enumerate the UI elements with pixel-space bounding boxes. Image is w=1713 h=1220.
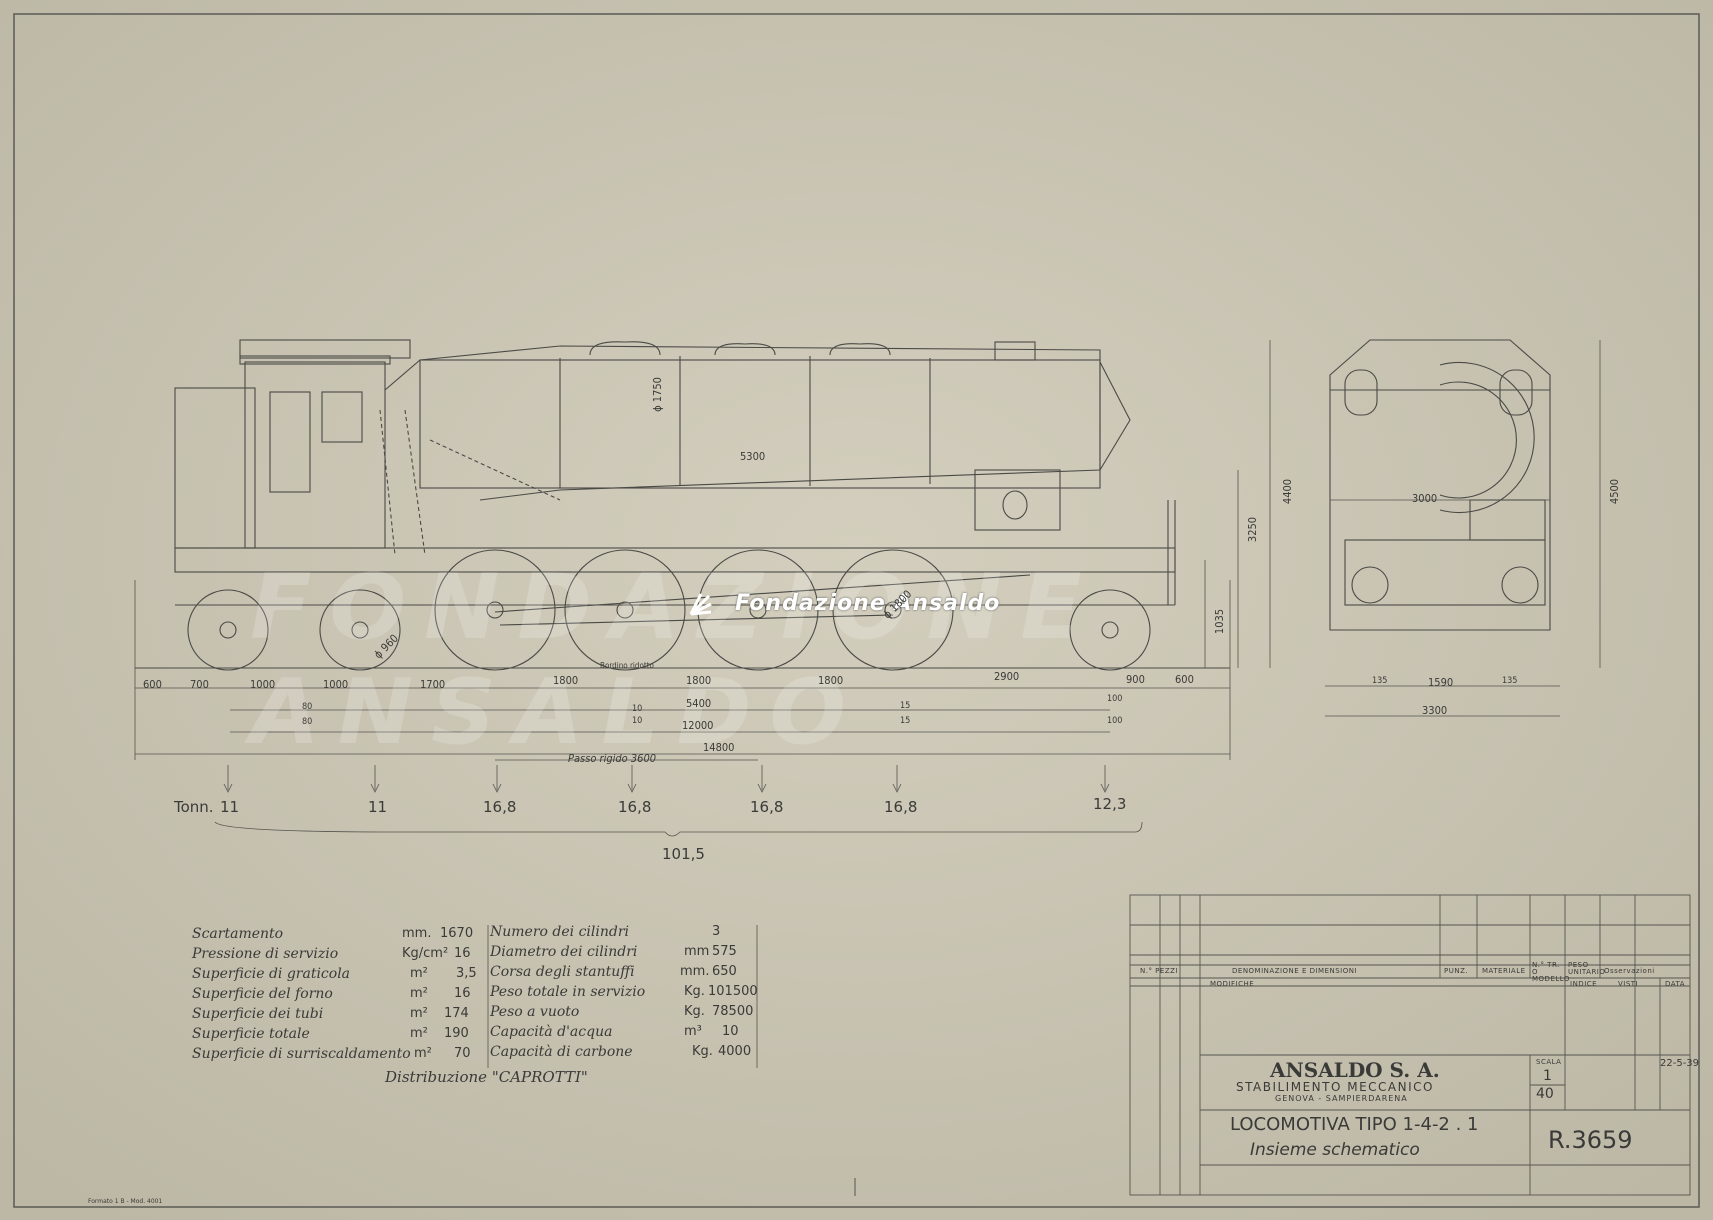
tb-header-denominazione: DENOMINAZIONE E DIMENSIONI — [1232, 967, 1358, 975]
dim-height-3250: 3250 — [1246, 516, 1260, 543]
scale-denominator: 40 — [1536, 1086, 1554, 1102]
drawing-number: R.3659 — [1548, 1126, 1633, 1154]
watermark-text: Fondazione Ansaldo — [735, 591, 1001, 616]
dim-front-3300: 3300 — [1422, 704, 1448, 717]
dim-height-1035: 1035 — [1213, 608, 1227, 635]
dim-side-10: 600 — [1175, 673, 1194, 686]
dim-rigid-wheelbase: Passo rigido 3600 — [568, 752, 657, 765]
dim-front-bottom-1: 1590 — [1428, 676, 1454, 689]
dim-front-bottom-2: 135 — [1502, 676, 1518, 686]
tb-modifiche-label: MODIFICHE — [1210, 980, 1255, 988]
tb-header-peso: PESO UNITARIO — [1568, 961, 1606, 976]
dim-side-2: 1000 — [250, 678, 276, 691]
dim-side-0: 600 — [143, 678, 162, 691]
distribution-note: Distribuzione "CAPROTTI" — [385, 1068, 588, 1086]
dim-side-6: 1800 — [686, 674, 712, 687]
tb-header-materiale: MATERIALE — [1482, 967, 1526, 975]
tb-header-osservazioni: Osservazioni — [1604, 967, 1655, 975]
ansaldo-fan-logo-icon — [687, 592, 713, 618]
dim-side-5: 1800 — [553, 674, 579, 687]
dim-side-3: 1000 — [323, 678, 349, 691]
spec-table-lines — [487, 925, 758, 1068]
dim-side-1: 700 — [190, 678, 209, 691]
locomotive-side-view — [135, 339, 1230, 671]
bogie-note: Bordino ridotto — [600, 661, 654, 670]
dim-front-4500: 4500 — [1608, 478, 1622, 505]
dim-14800: 14800 — [703, 741, 735, 754]
tb-mod-visti: VISTI — [1618, 980, 1639, 988]
company-name: ANSALDO S. A. — [1270, 1058, 1440, 1082]
play-left-0: 80 — [302, 702, 313, 712]
play-right-1: 15 — [900, 716, 911, 726]
dim-side-4: 1700 — [420, 678, 446, 691]
watermark-background-text: FONDAZIONE ANSALDO — [250, 555, 1100, 765]
dim-height-4400: 4400 — [1281, 478, 1295, 505]
tb-mod-data: DATA — [1665, 980, 1686, 988]
play-far-1: 100 — [1107, 716, 1123, 726]
axle-load-3: 16,8 — [618, 798, 652, 816]
axle-load-0: 11 — [220, 798, 240, 816]
play-far-0: 100 — [1107, 694, 1123, 704]
drawing-date: 22-5-39 — [1660, 1058, 1700, 1069]
dimension-lines — [134, 340, 1601, 837]
axle-load-total: 101,5 — [662, 845, 705, 863]
dim-front-bottom-0: 135 — [1372, 676, 1388, 686]
plant-city: GENOVA - SAMPIERDARENA — [1275, 1094, 1408, 1103]
dim-12000: 12000 — [682, 719, 714, 732]
tb-header-modello: N.° TR. O MODELLO — [1532, 961, 1570, 983]
tb-mod-indice: INDICE — [1570, 980, 1598, 988]
dim-boiler-length: 5300 — [740, 450, 766, 463]
play-left-1: 80 — [302, 717, 313, 727]
locomotive-front-view — [1329, 339, 1551, 631]
scale-numerator: 1 — [1543, 1068, 1552, 1084]
tb-header-punz: PUNZ. — [1444, 967, 1469, 975]
dim-front-3000: 3000 — [1412, 492, 1438, 505]
axle-load-2: 16,8 — [483, 798, 517, 816]
scale-label: SCALA — [1536, 1058, 1562, 1066]
play-mid-1: 10 — [632, 716, 643, 726]
dim-5400: 5400 — [686, 697, 712, 710]
drawing-subtitle: Insieme schematico — [1250, 1140, 1420, 1160]
dim-dome: ϕ 1750 — [650, 377, 664, 412]
footer-note: Formato 1 B - Mod. 4001 — [88, 1198, 163, 1205]
title-block — [1129, 894, 1691, 1196]
drawing-title: LOCOMOTIVA TIPO 1-4-2 . 1 — [1230, 1114, 1479, 1135]
axle-load-6: 12,3 — [1093, 795, 1127, 813]
axle-load-4: 16,8 — [750, 798, 784, 816]
axle-load-5: 16,8 — [884, 798, 918, 816]
dim-side-9: 900 — [1126, 673, 1145, 686]
plant-name: STABILIMENTO MECCANICO — [1236, 1080, 1434, 1094]
dim-side-7: 1800 — [818, 674, 844, 687]
axle-load-1: 11 — [368, 798, 388, 816]
sheet-border — [13, 13, 1700, 1208]
play-mid-0: 10 — [632, 704, 643, 714]
tb-header-pezzi: N.° PEZZI — [1140, 967, 1178, 975]
dim-side-8: 2900 — [994, 670, 1020, 683]
axle-load-unit: Tonn. — [174, 798, 214, 816]
play-right-0: 15 — [900, 701, 911, 711]
